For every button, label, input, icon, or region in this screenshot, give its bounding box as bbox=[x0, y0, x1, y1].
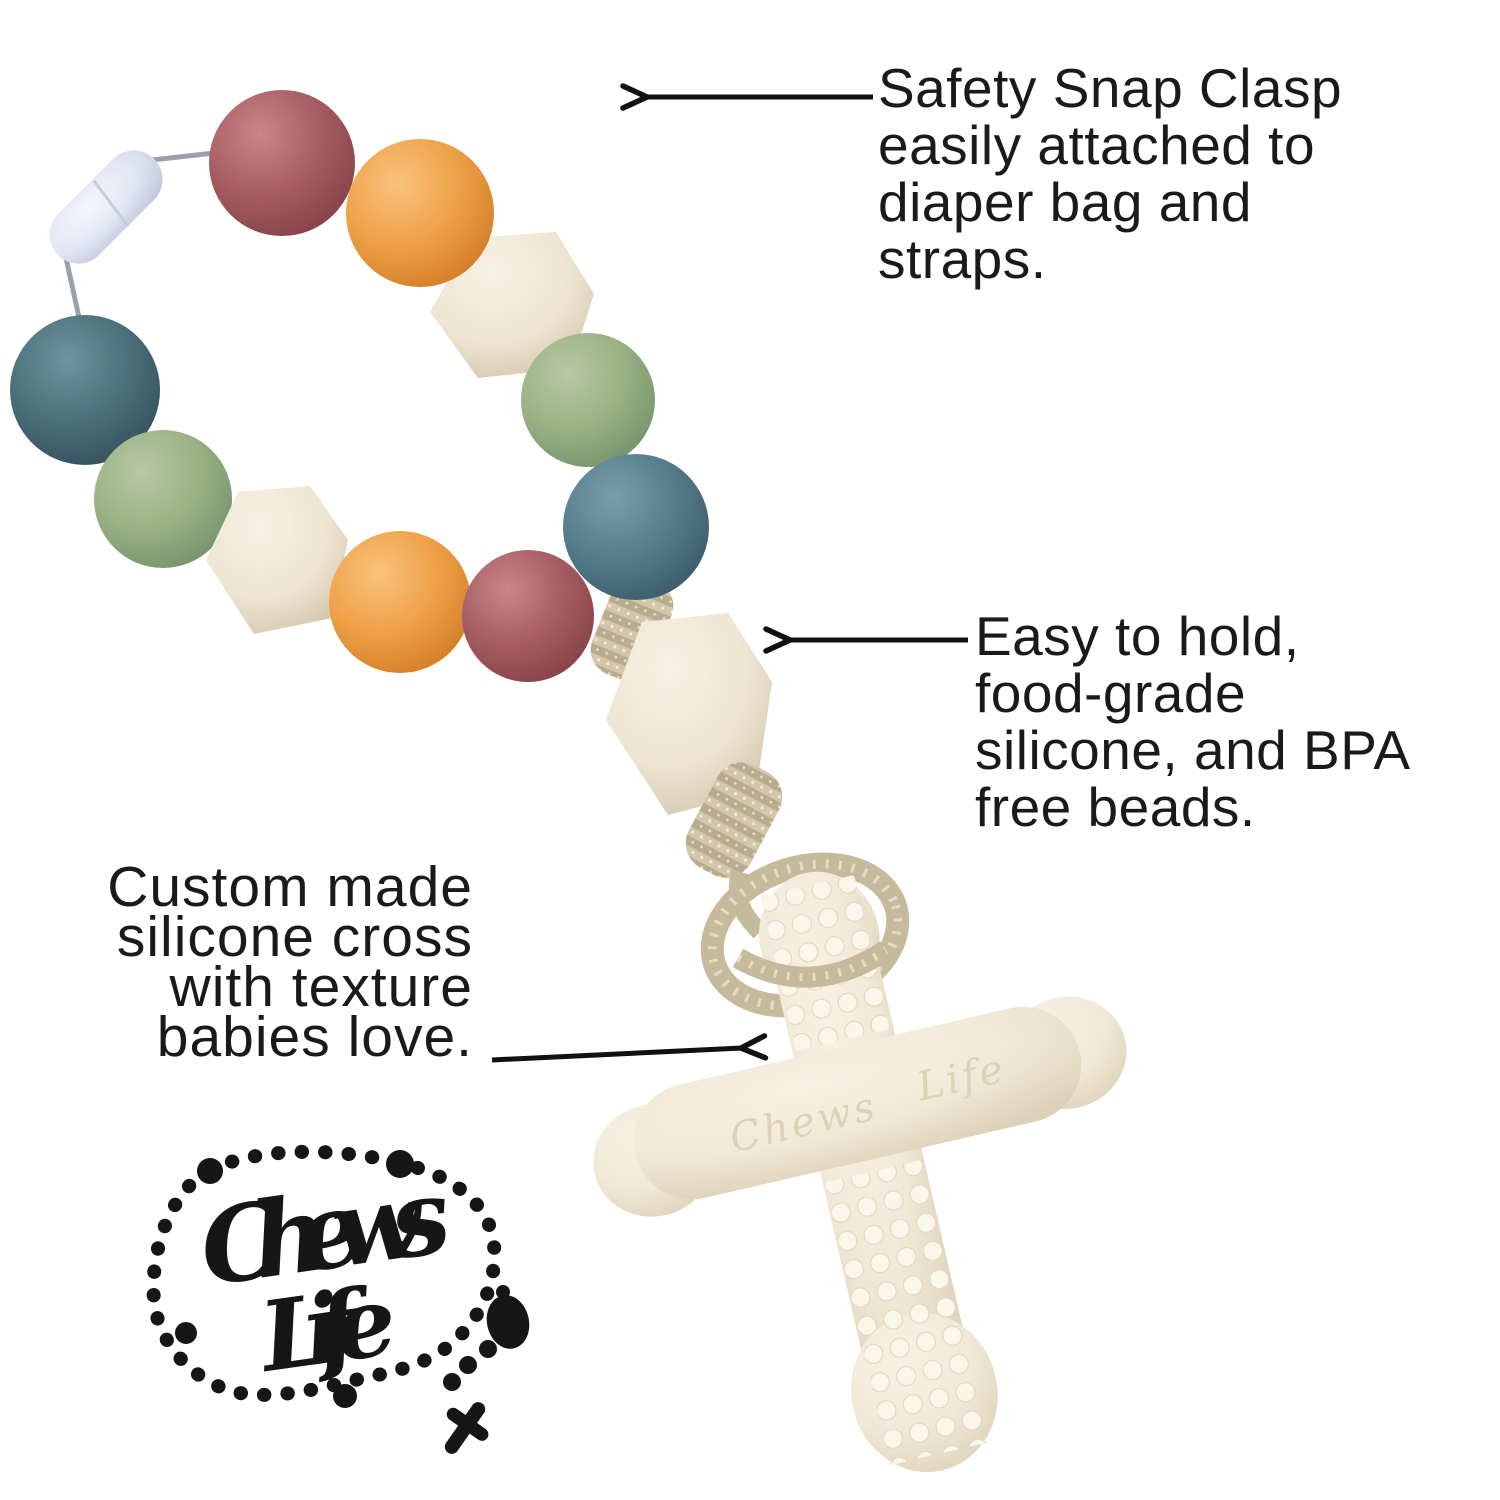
logo-accent-dot bbox=[386, 1150, 414, 1178]
annotation-line: Safety Snap Clasp bbox=[878, 57, 1343, 119]
cord-loop-front-arc bbox=[732, 941, 892, 988]
logo-cross-icon bbox=[444, 1402, 489, 1454]
annotation-custom-cross: Custom made silicone cross with texture … bbox=[107, 855, 473, 1069]
logo-dangle-dot bbox=[496, 1285, 510, 1299]
logo-word-life: Life bbox=[251, 1263, 403, 1394]
cross-horizontal-bar bbox=[633, 1006, 1082, 1200]
string-gap-left bbox=[63, 257, 83, 323]
bead-hexagon-bottom-left bbox=[206, 486, 348, 634]
logo-accent-dot bbox=[333, 1384, 357, 1408]
callout-arrows bbox=[491, 83, 968, 1063]
bead-mauve-bottom bbox=[462, 550, 594, 682]
cross-texture-dots-top bbox=[760, 874, 890, 1051]
cross-texture-dots-bottom bbox=[824, 1160, 988, 1466]
bead-snap-clasp bbox=[49, 150, 163, 264]
annotation-line: babies love. bbox=[156, 1005, 473, 1069]
annotation-line: straps. bbox=[878, 228, 1047, 290]
bead-teal-left bbox=[10, 315, 160, 465]
bead-sage-left bbox=[94, 430, 232, 568]
cord-wrap-lower bbox=[685, 762, 783, 878]
logo-dangle-dot bbox=[443, 1373, 461, 1391]
annotation-line: silicone cross bbox=[116, 905, 473, 969]
annotation-safety-clasp: Safety Snap Clasp easily attached to dia… bbox=[878, 60, 1342, 288]
bead-orange-top bbox=[346, 139, 494, 287]
annotation-line: silicone, and BPA bbox=[975, 719, 1411, 781]
logo-dangle-dot bbox=[459, 1356, 477, 1374]
logo-oval-bead bbox=[486, 1295, 530, 1349]
bead-ring bbox=[10, 90, 709, 682]
bead-sage-right bbox=[521, 333, 655, 467]
brand-logo: Chews Life bbox=[146, 1144, 530, 1454]
arrow-to-cross-icon bbox=[491, 1033, 769, 1063]
bead-hexagon-large bbox=[606, 613, 772, 815]
annotation-line: food-grade bbox=[975, 662, 1247, 724]
bead-mauve-top bbox=[209, 90, 355, 236]
annotation-line: Custom made bbox=[107, 855, 473, 919]
annotation-line: diaper bag and bbox=[878, 171, 1252, 233]
annotation-silicone-beads: Easy to hold, food-grade silicone, and B… bbox=[975, 608, 1411, 836]
bead-teal-right bbox=[563, 454, 709, 600]
logo-accent-dot bbox=[197, 1158, 223, 1184]
logo-accent-dot bbox=[175, 1322, 197, 1344]
bead-hexagon-top-right bbox=[430, 232, 594, 378]
cross-teether: Chews Life bbox=[593, 871, 1127, 1473]
clasp-seam bbox=[92, 179, 130, 227]
annotation-line: Easy to hold, bbox=[975, 605, 1300, 667]
cord-loop-braid-highlight bbox=[707, 859, 903, 1011]
cord-assembly bbox=[606, 613, 910, 1018]
bead-orange-bottom bbox=[329, 531, 471, 673]
string-gap-top bbox=[151, 150, 215, 163]
logo-dangle-dot bbox=[479, 1340, 497, 1358]
annotation-line: easily attached to bbox=[878, 114, 1316, 176]
annotation-line: with texture bbox=[169, 955, 473, 1019]
annotation-line: free beads. bbox=[975, 776, 1256, 838]
